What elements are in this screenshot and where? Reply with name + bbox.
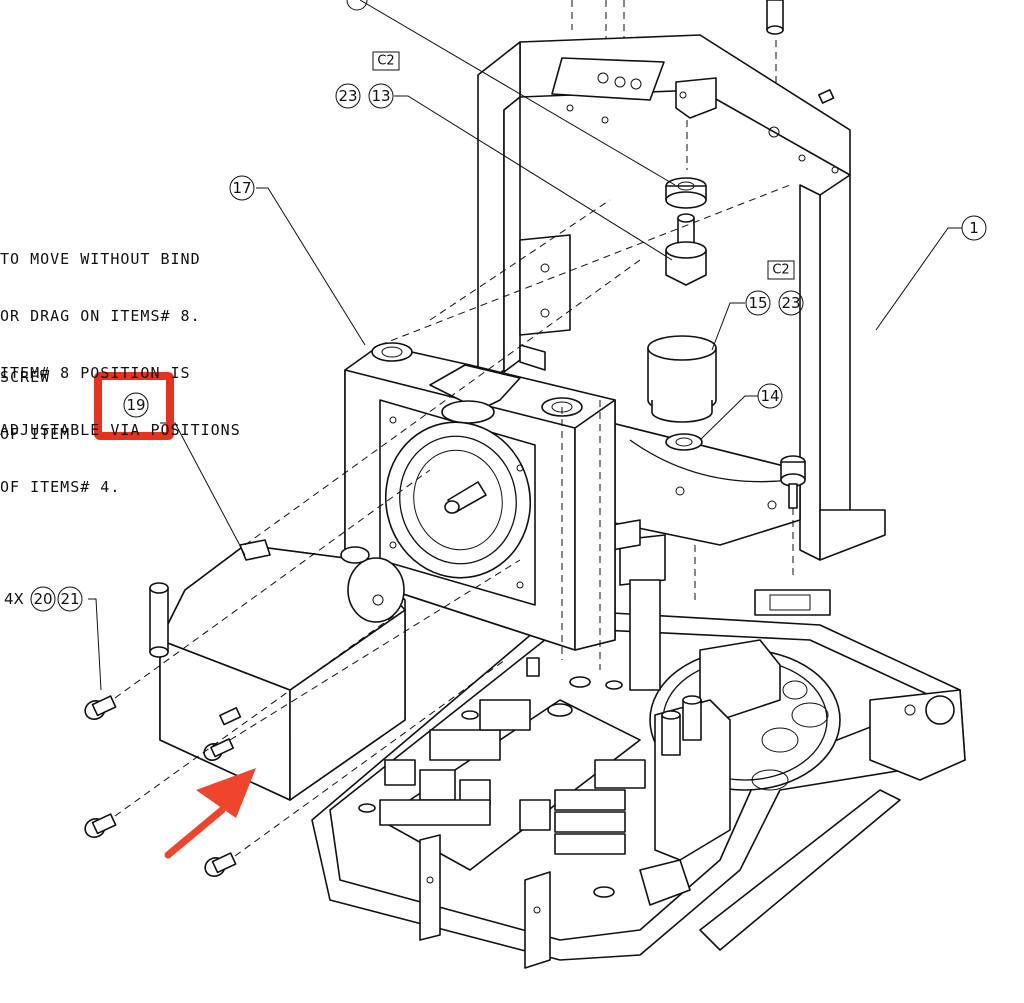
balloon-23-13: 23 13: [335, 83, 394, 109]
note-line: ADJUSTABLE VIA POSITIONS: [0, 421, 241, 439]
motor-item-19: [159, 539, 406, 801]
rev-tag-label: C2: [377, 54, 394, 69]
screw-right: [780, 455, 806, 580]
balloon-17: 17: [229, 175, 255, 201]
balloon-label: 23: [781, 294, 800, 312]
balloon-label: 19: [126, 396, 145, 414]
balloon-label: 15: [748, 294, 767, 312]
note-line: TO MOVE WITHOUT BIND: [0, 250, 201, 268]
cylinder-item-15: [647, 335, 717, 423]
balloon-label: 14: [760, 387, 779, 405]
small-dowel-top-right: [818, 89, 835, 104]
highlight-box: [94, 372, 174, 440]
rev-tag-right: C2: [767, 260, 795, 280]
frame-item-1: [477, 34, 886, 561]
assembly-note-1: TO MOVE WITHOUT BIND OR DRAG ON ITEMS# 8…: [0, 212, 241, 516]
quantity-prefix: 4X: [4, 590, 24, 608]
rev-tag-label: C2: [772, 263, 789, 278]
assembly-dashed-lines: [114, 184, 791, 857]
top-pin: [766, 0, 784, 35]
washer-item-14: [665, 433, 703, 451]
balloon-label: 17: [232, 179, 251, 197]
balloon-partial-top: [346, 0, 368, 11]
balloon-label: 23: [338, 87, 357, 105]
note-line: OF ITEM: [0, 425, 71, 443]
screw-set-items-20-21: [84, 695, 242, 877]
note-line: OF ITEMS# 4.: [0, 478, 121, 496]
assembly-note-2: SCREW OF ITEM: [0, 330, 70, 463]
pointer-arrow: [164, 768, 256, 859]
balloon-label: 21: [60, 590, 79, 608]
center-column: [611, 519, 831, 691]
balloon-15-23: 15 23: [745, 290, 804, 316]
balloon-14: 14: [757, 383, 783, 409]
dowel-pin-left: [149, 582, 169, 658]
leader-lines: [88, 0, 962, 691]
balloon-label: 1: [969, 219, 979, 237]
note-line: SCREW: [0, 368, 51, 386]
balloon-label: 13: [371, 87, 390, 105]
balloon-19: 19: [123, 392, 149, 418]
balloon-4x-20-21: 4X 20 21: [4, 586, 83, 612]
balloon-label: 20: [33, 590, 52, 608]
rotary-disc: [639, 639, 841, 906]
fitting-item-13: [665, 177, 707, 286]
balloon-1: 1: [961, 215, 987, 241]
note-line: OR DRAG ON ITEMS# 8.: [0, 307, 201, 325]
note-line: ITEM# 8 POSITION IS: [0, 364, 191, 382]
rev-tag-upper: C2: [372, 51, 400, 71]
